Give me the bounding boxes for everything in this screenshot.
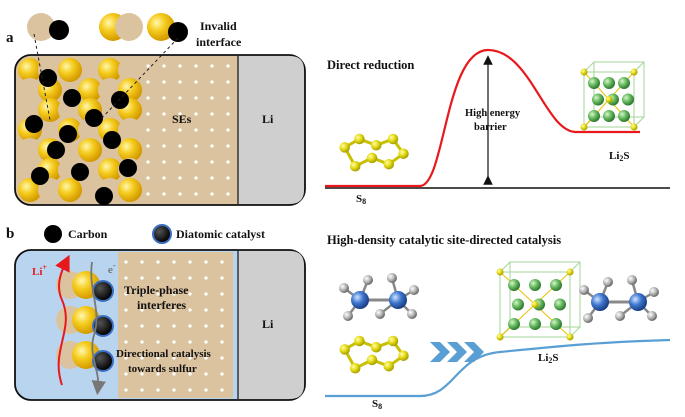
triple-phase-label-2: interferes bbox=[137, 298, 187, 312]
composite-particles-a bbox=[18, 58, 142, 205]
li-ion-path bbox=[55, 254, 70, 386]
li-anode-b bbox=[238, 251, 304, 399]
invalid-interface-label-2: interface bbox=[196, 35, 242, 49]
energy-curve-a bbox=[325, 48, 640, 188]
ses-label: SEs bbox=[172, 112, 192, 126]
directional-label-2: towards sulfur bbox=[128, 363, 197, 375]
li-anode-a bbox=[238, 56, 304, 204]
invalid-interface-label-1: Invalid bbox=[200, 19, 237, 33]
energy-plot-b bbox=[325, 338, 671, 398]
legend-b bbox=[44, 224, 172, 244]
diatomic-catalyst-molecule bbox=[339, 273, 419, 321]
se-column-b bbox=[118, 252, 233, 398]
barrier-label-2: barrier bbox=[474, 122, 507, 133]
ion-electron-paths bbox=[55, 254, 106, 396]
li-anode-label-b: Li bbox=[262, 317, 274, 331]
electron-path bbox=[90, 261, 106, 396]
chevron-arrows-icon bbox=[430, 342, 484, 362]
product-label-b: Li2S bbox=[538, 352, 559, 365]
reactant-label-a: S8 bbox=[356, 193, 367, 206]
carbon-legend-dot bbox=[44, 225, 62, 243]
panel-b-letter: b bbox=[6, 226, 15, 242]
directional-label-1: Directional catalysis bbox=[116, 348, 211, 360]
s8-molecule-a bbox=[339, 133, 409, 172]
triple-phase-label-1: Triple-phase bbox=[124, 283, 189, 297]
se-dots-b bbox=[124, 260, 224, 392]
plot-a-title: Direct reduction bbox=[327, 58, 415, 72]
li-anode-label-a: Li bbox=[262, 112, 274, 126]
li2s-crystal-b bbox=[496, 261, 581, 341]
product-label-a: Li2S bbox=[609, 150, 630, 163]
catalyst-legend-dot bbox=[152, 224, 172, 244]
reactant-label-b: S8 bbox=[372, 398, 383, 411]
se-column-a bbox=[140, 57, 230, 203]
s8-molecule-b bbox=[339, 335, 409, 374]
energy-plot-a bbox=[325, 48, 670, 189]
catalyst-legend-label: Diatomic catalyst bbox=[176, 227, 265, 241]
li-ion-label: Li+ bbox=[32, 263, 47, 278]
plot-b-title: High-density catalytic site-directed cat… bbox=[327, 233, 562, 247]
carbon-legend-label: Carbon bbox=[68, 227, 108, 241]
catalyst-particles-b bbox=[56, 271, 114, 372]
electron-label: e- bbox=[108, 261, 116, 276]
barrier-label-1: High energy bbox=[465, 108, 521, 119]
energy-curve-b bbox=[325, 338, 671, 398]
invalid-interface-examples bbox=[27, 13, 188, 121]
li2s-crystal-a bbox=[580, 61, 645, 131]
diatomic-catalyst-molecule-2 bbox=[579, 275, 659, 323]
panel-a-letter: a bbox=[6, 30, 14, 46]
se-dots-a bbox=[146, 64, 230, 196]
